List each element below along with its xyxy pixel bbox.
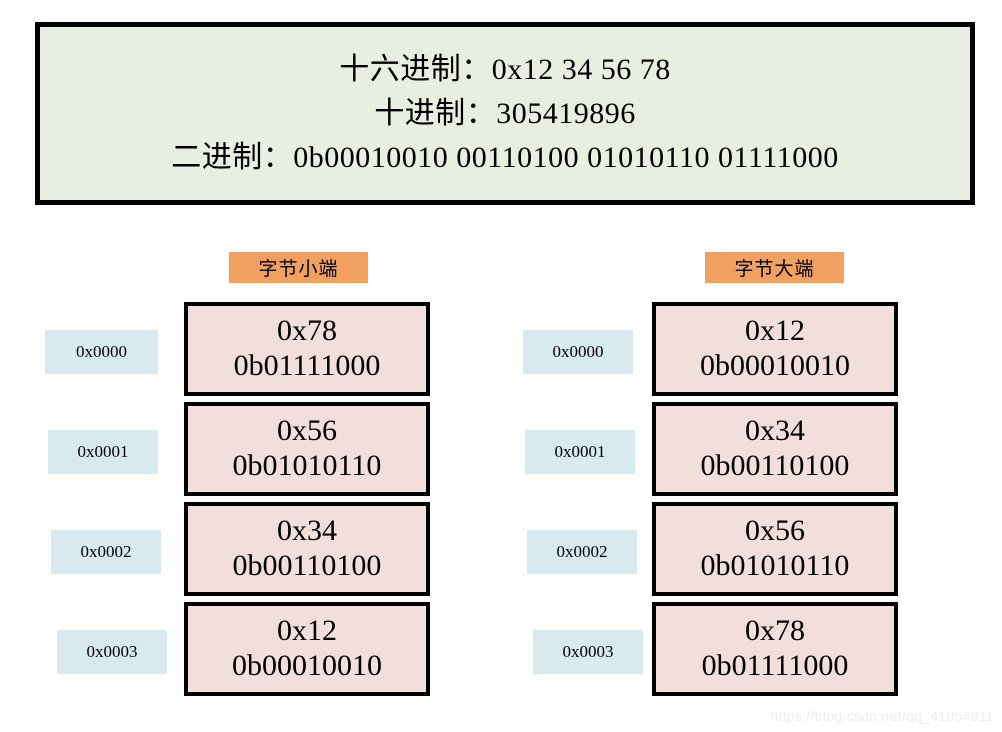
address-label: 0x0000 (45, 330, 158, 374)
byte-hex-value: 0x78 (745, 614, 805, 647)
byte-binary-value: 0b00010010 (700, 349, 850, 382)
big-endian-header: 字节大端 (705, 252, 844, 283)
address-label: 0x0000 (523, 330, 633, 374)
banner-line-hex: 十六进制：0x12 34 56 78 (339, 52, 671, 86)
byte-hex-value: 0x78 (277, 314, 337, 347)
address-label: 0x0002 (51, 530, 161, 574)
byte-cell: 0x12 0b00010010 (652, 302, 898, 396)
address-label: 0x0003 (57, 630, 167, 674)
byte-hex-value: 0x56 (277, 414, 337, 447)
byte-binary-value: 0b01111000 (701, 649, 849, 682)
value-representation-banner: 十六进制：0x12 34 56 78 十进制：305419896 二进制：0b0… (35, 22, 975, 205)
address-label: 0x0002 (527, 530, 637, 574)
byte-hex-value: 0x12 (745, 314, 805, 347)
byte-hex-value: 0x12 (277, 614, 337, 647)
byte-hex-value: 0x56 (745, 514, 805, 547)
banner-line-binary: 二进制：0b00010010 00110100 01010110 0111100… (171, 140, 839, 174)
byte-binary-value: 0b00110100 (700, 449, 850, 482)
watermark: https://blog.csdn.net/qq_41854911 (770, 708, 994, 724)
byte-cell: 0x12 0b00010010 (184, 602, 430, 696)
byte-binary-value: 0b01111000 (233, 349, 381, 382)
address-label: 0x0001 (525, 430, 635, 474)
byte-cell: 0x56 0b01010110 (184, 402, 430, 496)
byte-hex-value: 0x34 (277, 514, 337, 547)
byte-hex-value: 0x34 (745, 414, 805, 447)
byte-cell: 0x56 0b01010110 (652, 502, 898, 596)
address-label: 0x0003 (533, 630, 643, 674)
byte-binary-value: 0b01010110 (232, 449, 382, 482)
byte-cell: 0x34 0b00110100 (184, 502, 430, 596)
byte-cell: 0x34 0b00110100 (652, 402, 898, 496)
byte-binary-value: 0b00110100 (232, 549, 382, 582)
banner-line-decimal: 十进制：305419896 (374, 96, 636, 130)
byte-cell: 0x78 0b01111000 (184, 302, 430, 396)
address-label: 0x0001 (48, 430, 158, 474)
byte-binary-value: 0b00010010 (232, 649, 382, 682)
little-endian-header: 字节小端 (229, 252, 368, 283)
byte-binary-value: 0b01010110 (700, 549, 850, 582)
byte-cell: 0x78 0b01111000 (652, 602, 898, 696)
